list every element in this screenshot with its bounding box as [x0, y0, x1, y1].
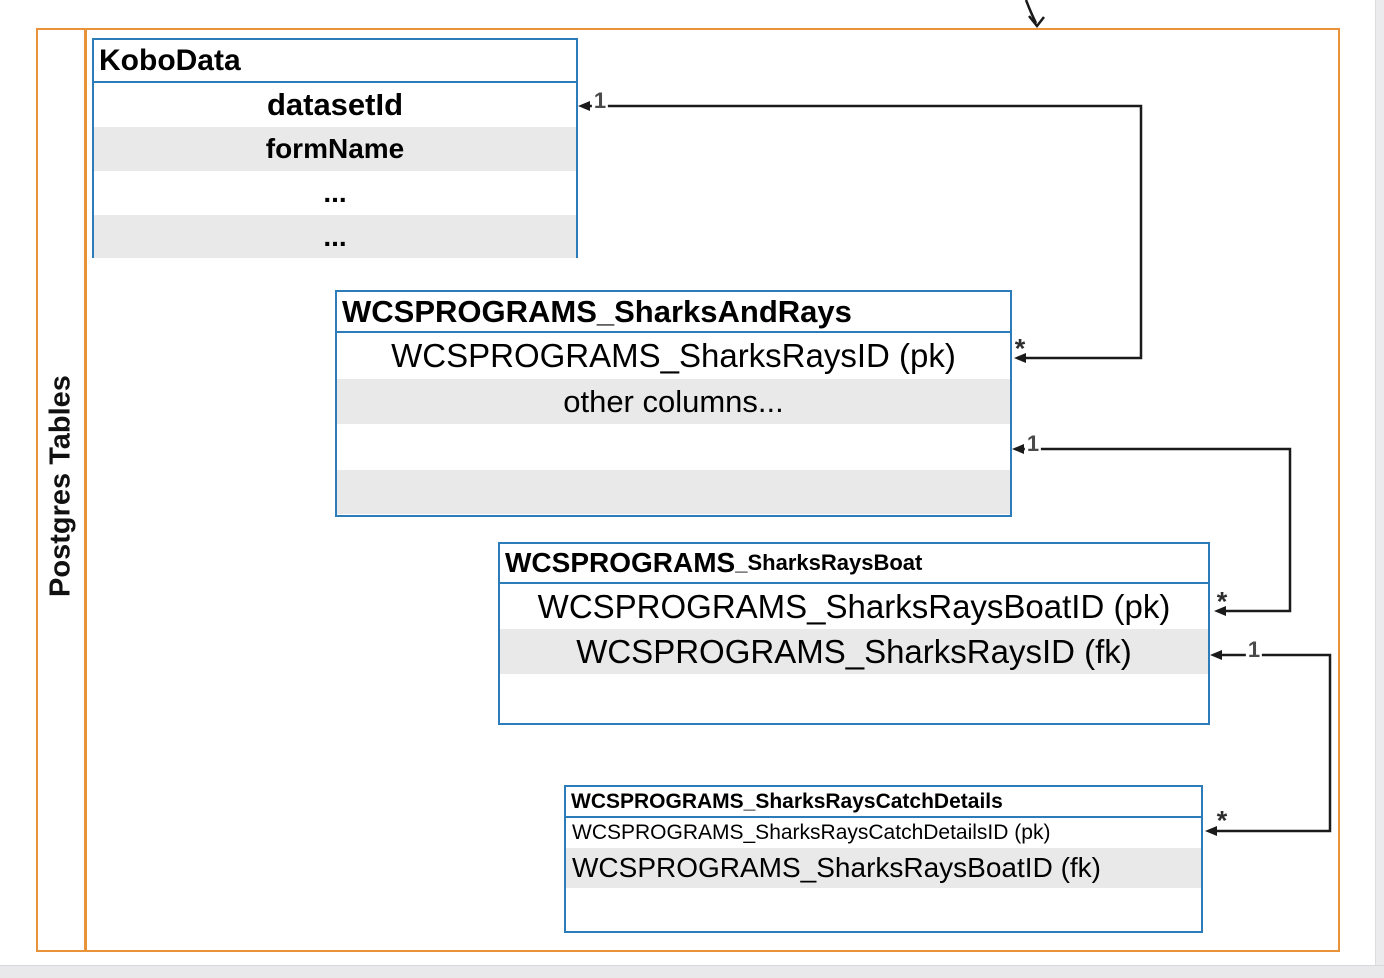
row-sharksraysid-fk: WCSPROGRAMS_SharksRaysID (fk): [500, 629, 1208, 674]
table-title-main: WCSPROGRAMS: [505, 547, 736, 578]
incoming-arrowhead-icon: [1028, 15, 1045, 29]
cardinality-one: 1: [591, 88, 609, 113]
row-sharksraysid-pk: WCSPROGRAMS_SharksRaysID (pk): [391, 337, 956, 374]
table-title: WCSPROGRAMS_SharksRaysCatchDetails: [566, 787, 1201, 818]
er-table-sharksandrays: WCSPROGRAMS_SharksAndRays WCSPROGRAMS_Sh…: [335, 290, 1012, 517]
table-title: WCSPROGRAMS_SharksAndRays: [337, 292, 1010, 333]
cardinality-one: 1: [1024, 431, 1042, 456]
cardinality-one: 1: [1245, 637, 1263, 662]
row-empty: [566, 888, 1201, 930]
cardinality-many: *: [1014, 333, 1026, 364]
er-table-sharksraysboat: WCSPROGRAMS_SharksRaysBoat WCSPROGRAMS_S…: [498, 542, 1210, 725]
postgres-tables-label: Postgres Tables: [44, 375, 77, 597]
table-title-sub: _SharksRaysBoat: [735, 550, 923, 575]
incoming-arrow-shaft: [1024, 0, 1038, 24]
row-formname: formName: [94, 127, 576, 171]
row-datasetid: datasetId: [266, 87, 404, 122]
postgres-tables-frame: [36, 28, 1340, 952]
cardinality-many: *: [1216, 805, 1228, 836]
er-table-sharksrayscatchdetails: WCSPROGRAMS_SharksRaysCatchDetails WCSPR…: [564, 785, 1203, 933]
horizontal-scrollbar-track[interactable]: [0, 965, 1384, 978]
row-empty: [337, 470, 1010, 514]
table-title: KoboData: [94, 40, 576, 83]
er-table-kobodata: KoboData datasetId formName ... ...: [92, 38, 578, 258]
row-ellipsis: ...: [323, 177, 347, 208]
row-catchdetailsid-pk: WCSPROGRAMS_SharksRaysCatchDetailsID (pk…: [572, 821, 1051, 844]
row-empty: [337, 424, 1010, 470]
frame-label-divider: [84, 30, 87, 950]
row-sharksraysboatid-pk: WCSPROGRAMS_SharksRaysBoatID (pk): [537, 587, 1171, 625]
row-sharksraysboatid-fk: WCSPROGRAMS_SharksRaysBoatID (fk): [566, 848, 1201, 888]
row-ellipsis: ...: [94, 215, 576, 258]
table-title: WCSPROGRAMS_SharksRaysBoat: [500, 544, 1208, 584]
row-other-columns: other columns...: [337, 379, 1010, 424]
row-empty: [500, 674, 1208, 722]
cardinality-many: *: [1216, 586, 1228, 617]
vertical-scrollbar-track[interactable]: [1375, 0, 1384, 978]
